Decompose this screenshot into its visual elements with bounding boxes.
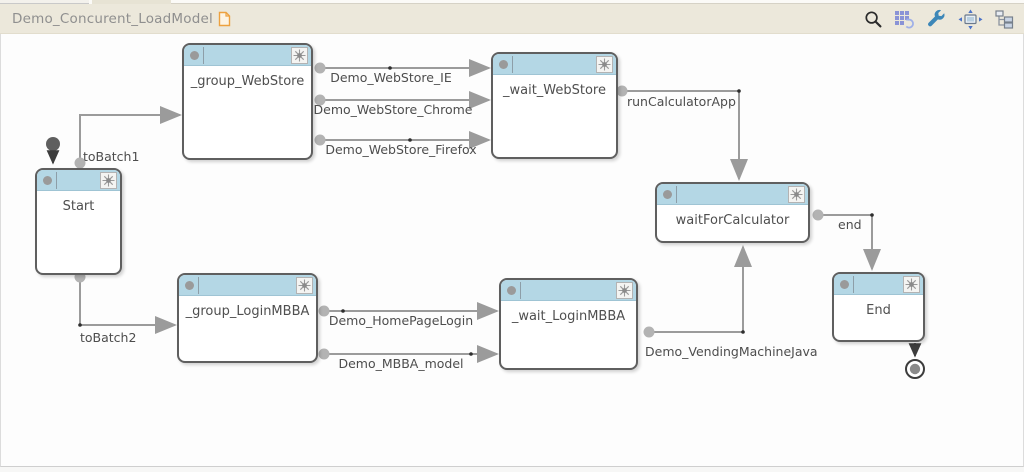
node-start[interactable]: Start xyxy=(35,168,122,275)
state-dot-icon xyxy=(43,176,52,185)
edge-label-mbba-model[interactable]: Demo_MBBA_model xyxy=(338,356,464,371)
node-label: _wait_WebStore xyxy=(502,83,606,98)
node-header xyxy=(657,184,808,205)
header-divider xyxy=(56,172,57,189)
node-label: _group_WebStore xyxy=(190,74,305,89)
tab-segment xyxy=(0,0,89,4)
state-dot-icon xyxy=(185,281,194,290)
state-dot-icon xyxy=(507,286,516,295)
tab-segment xyxy=(171,0,1024,4)
gear-icon[interactable] xyxy=(596,56,613,73)
node-group-loginmbba[interactable]: _group_LoginMBBA xyxy=(177,273,318,363)
gear-icon[interactable] xyxy=(296,277,313,294)
edge-label-end[interactable]: end xyxy=(838,217,862,232)
node-label: waitForCalculator xyxy=(675,213,790,228)
gear-icon[interactable] xyxy=(903,276,920,293)
canvas-footer xyxy=(0,467,1024,472)
node-header xyxy=(493,54,616,75)
edge-label-webstore-ie[interactable]: Demo_WebStore_IE xyxy=(330,70,452,85)
node-header xyxy=(37,170,120,191)
toolbar xyxy=(863,4,1016,34)
gear-icon[interactable] xyxy=(616,282,633,299)
search-icon xyxy=(865,10,882,27)
gear-icon[interactable] xyxy=(788,186,805,203)
header-divider xyxy=(203,47,204,64)
state-dot-icon xyxy=(499,60,508,69)
header-divider xyxy=(520,282,521,299)
node-header xyxy=(179,275,316,296)
header-divider xyxy=(198,277,199,294)
title-bar: Demo_Concurent_LoadModel xyxy=(0,4,1024,34)
node-header xyxy=(184,45,311,66)
fit-screen-icon xyxy=(958,9,983,29)
tab-segment-active xyxy=(92,0,171,4)
document-icon xyxy=(218,11,231,27)
node-wait-webstore[interactable]: _wait_WebStore xyxy=(491,52,618,159)
edge-label-runCalculatorApp[interactable]: runCalculatorApp xyxy=(627,94,736,109)
node-label: End xyxy=(866,303,891,318)
grid-refresh-button[interactable] xyxy=(893,9,916,30)
edge-label-webstore-firefox[interactable]: Demo_WebStore_Firefox xyxy=(325,142,477,157)
state-dot-icon xyxy=(190,51,199,60)
node-header xyxy=(834,274,923,295)
gear-icon[interactable] xyxy=(100,172,117,189)
node-label: _wait_LoginMBBA xyxy=(511,309,626,324)
node-wait-loginmbba[interactable]: _wait_LoginMBBA xyxy=(499,278,638,370)
grid-refresh-icon xyxy=(895,10,914,28)
state-dot-icon xyxy=(840,280,849,289)
header-divider xyxy=(676,186,677,203)
node-label: Start xyxy=(62,199,95,214)
node-header xyxy=(501,280,636,301)
edge-label-toBatch1[interactable]: toBatch1 xyxy=(83,149,140,164)
node-label: _group_LoginMBBA xyxy=(185,304,310,319)
header-divider xyxy=(853,276,854,293)
edge-label-webstore-chrome[interactable]: Demo_WebStore_Chrome xyxy=(313,102,473,117)
header-divider xyxy=(512,56,513,73)
wrench-button[interactable] xyxy=(925,8,948,31)
edge-label-vendingmachine[interactable]: Demo_VendingMachineJava xyxy=(645,344,818,359)
fit-screen-button[interactable] xyxy=(957,8,984,31)
node-group-webstore[interactable]: _group_WebStore xyxy=(182,43,313,160)
wrench-icon xyxy=(928,9,945,26)
state-dot-icon xyxy=(663,190,672,199)
edge-label-homepagelogin[interactable]: Demo_HomePageLogin xyxy=(328,313,474,328)
page-title: Demo_Concurent_LoadModel xyxy=(12,10,213,27)
gear-icon[interactable] xyxy=(291,47,308,64)
tab-strip xyxy=(0,0,1024,4)
hierarchy-layout-button[interactable] xyxy=(993,9,1016,30)
node-end[interactable]: End xyxy=(832,272,925,342)
search-button[interactable] xyxy=(863,9,884,30)
hierarchy-layout-icon xyxy=(995,9,1014,29)
edge-label-toBatch2[interactable]: toBatch2 xyxy=(80,330,137,345)
node-waitforcalculator[interactable]: waitForCalculator xyxy=(655,182,810,243)
